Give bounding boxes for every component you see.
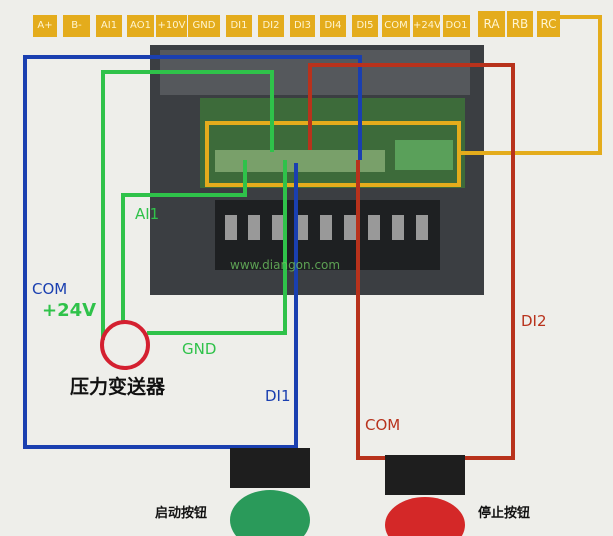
terminal-label: DI3 (290, 15, 315, 37)
relay-terminal-strip (395, 140, 453, 170)
gnd-label: GND (182, 340, 217, 358)
blue-wire (23, 55, 362, 449)
terminal-label: A+ (33, 15, 57, 37)
terminal-label: +24V (413, 15, 441, 37)
terminal-label: COM (382, 15, 410, 37)
ai1-label: AI1 (135, 205, 160, 223)
stop-button-label: 停止按钮 (478, 506, 531, 521)
terminal-label: AO1 (127, 15, 154, 37)
com-red-label: COM (365, 416, 401, 434)
com-blue-label: COM (32, 280, 68, 298)
terminal-label: DO1 (443, 15, 470, 37)
terminal-label: DI2 (258, 15, 284, 37)
green-wire (101, 70, 287, 340)
red-wire (308, 63, 515, 460)
terminal-label: +10V (156, 15, 187, 37)
sensor-label: 压力变送器 (70, 376, 166, 398)
terminal-label: DI4 (320, 15, 346, 37)
di2-label: DI2 (521, 312, 547, 330)
terminal-label: GND (188, 15, 220, 37)
start-button-icon[interactable] (230, 448, 310, 536)
pressure-transmitter-icon (100, 320, 150, 370)
terminal-label: B- (63, 15, 90, 37)
terminal-label: AI1 (96, 15, 122, 37)
power-terminals (225, 215, 428, 240)
stop-button-icon[interactable] (385, 455, 465, 536)
watermark: www.diangon.com (230, 258, 341, 272)
terminal-label: RA (478, 11, 505, 37)
relay-wire (205, 15, 602, 187)
di1-label: DI1 (265, 387, 291, 405)
terminal-label: DI1 (226, 15, 252, 37)
terminal-label: DI5 (352, 15, 378, 37)
control-terminal-strip (215, 150, 385, 172)
start-button-label: 启动按钮 (155, 506, 208, 521)
terminal-label: RC (537, 11, 560, 37)
terminal-label: RB (507, 11, 533, 37)
plus24v-label: +24V (42, 300, 97, 321)
